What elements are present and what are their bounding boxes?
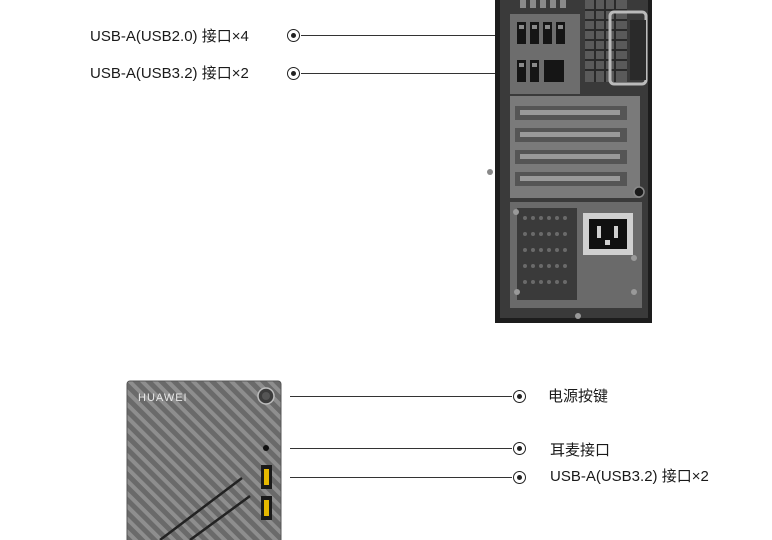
rear-usb20-label: USB-A(USB2.0) 接口×4 bbox=[90, 28, 249, 45]
rear-usb20-leader-line bbox=[301, 35, 515, 36]
headset-leader-line bbox=[290, 448, 512, 449]
brand-logo: HUAWEI bbox=[138, 392, 188, 404]
power-marker-icon bbox=[513, 390, 526, 403]
power-leader-line bbox=[290, 396, 512, 397]
rear-usb32-leader-line bbox=[301, 73, 519, 74]
rear-usb20-marker-icon bbox=[287, 29, 300, 42]
power-button-label: 电源按键 bbox=[548, 388, 609, 405]
rear-usb32-marker-icon bbox=[287, 67, 300, 80]
front-usb-marker-icon bbox=[513, 471, 526, 484]
front-usb-leader-line bbox=[290, 477, 512, 478]
headset-marker-icon bbox=[513, 442, 526, 455]
rear-usb32-label: USB-A(USB3.2) 接口×2 bbox=[90, 65, 249, 82]
front-usb32-label: USB-A(USB3.2) 接口×2 bbox=[550, 468, 709, 485]
headset-jack-label: 耳麦接口 bbox=[550, 442, 611, 459]
